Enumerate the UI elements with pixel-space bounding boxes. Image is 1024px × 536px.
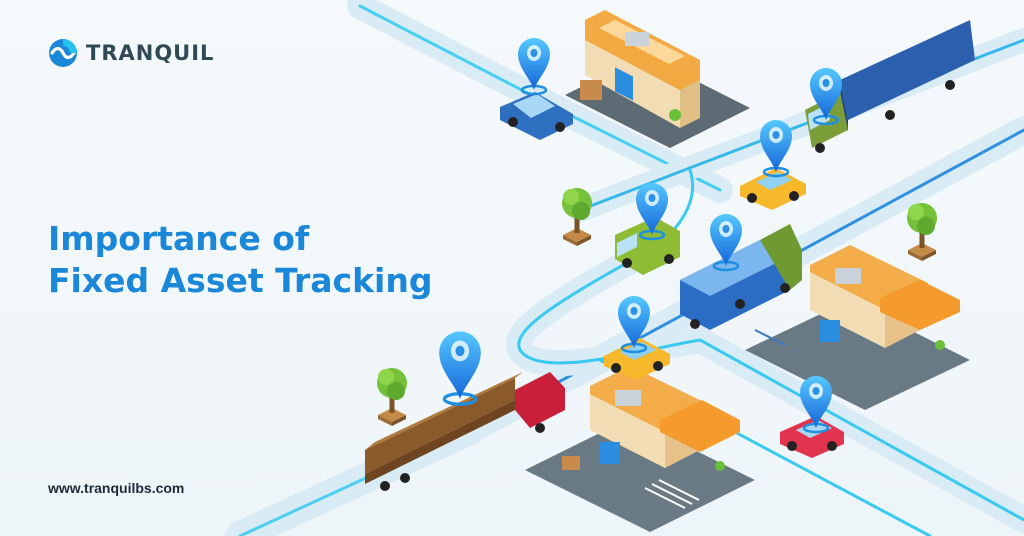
tranquil-wave-logo-icon [49,39,77,67]
warehouse-icon [565,10,750,148]
warehouse-icon [745,245,970,410]
tree-icon [562,188,592,246]
warehouse-icon [525,366,755,532]
van-icon [615,217,680,275]
car-icon [500,92,573,140]
website-link[interactable]: www.tranquilbs.com [48,480,185,496]
tree-icon [907,203,937,261]
taxi-icon [604,338,670,380]
brand-logo[interactable]: TRANQUIL [48,38,214,68]
taxi-icon [740,168,806,210]
tree-icon [377,368,407,426]
truck-icon [680,224,802,330]
page-title: Importance of Fixed Asset Tracking [48,218,432,302]
page-title-line-2: Fixed Asset Tracking [48,261,433,300]
page-title-line-1: Importance of [48,219,310,258]
brand-name: TRANQUIL [86,41,215,65]
truck-icon [365,372,565,491]
truck-icon [805,20,975,153]
